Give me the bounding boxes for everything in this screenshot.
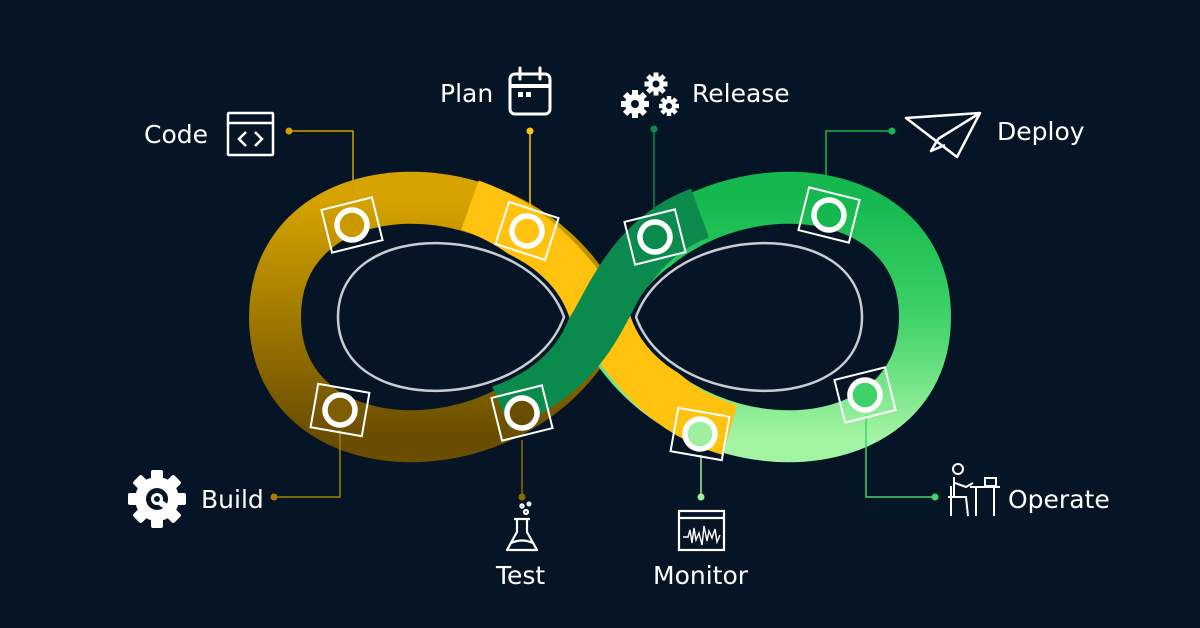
ring-monitor	[669, 406, 731, 462]
person-at-desk-icon	[948, 463, 1000, 517]
ring-operate	[833, 366, 897, 424]
deploy-leader	[825, 130, 892, 196]
stage-label-build: Build	[201, 485, 264, 514]
gear-wrench-icon	[128, 470, 186, 528]
build-leader	[274, 430, 341, 498]
paper-plane-icon	[904, 111, 982, 159]
gears-icon	[621, 72, 679, 118]
code-window-icon	[226, 111, 275, 157]
operate-leader	[865, 415, 935, 498]
stage-label-operate: Operate	[1008, 485, 1110, 514]
left-loop-hole-outline	[336, 241, 566, 393]
stage-rings	[309, 186, 897, 462]
stage-label-monitor: Monitor	[653, 561, 749, 590]
ring-deploy	[797, 186, 861, 244]
ring-release	[623, 208, 687, 266]
flask-icon	[505, 501, 539, 552]
ring-build	[309, 382, 371, 438]
code-leader	[289, 130, 354, 198]
ring-plan	[494, 200, 560, 262]
leader-dots	[270, 125, 939, 501]
monitor-waveform-icon	[677, 509, 726, 552]
right-loop-hole-outline	[634, 241, 864, 393]
stage-label-code: Code	[144, 120, 209, 149]
calendar-icon	[508, 66, 552, 116]
ring-code	[320, 196, 384, 254]
stage-label-deploy: Deploy	[997, 117, 1085, 146]
stage-label-release: Release	[692, 79, 790, 108]
ring-test	[490, 384, 554, 442]
stage-label-test: Test	[496, 561, 546, 590]
stage-label-plan: Plan	[440, 79, 494, 108]
leader-lines	[274, 129, 935, 498]
